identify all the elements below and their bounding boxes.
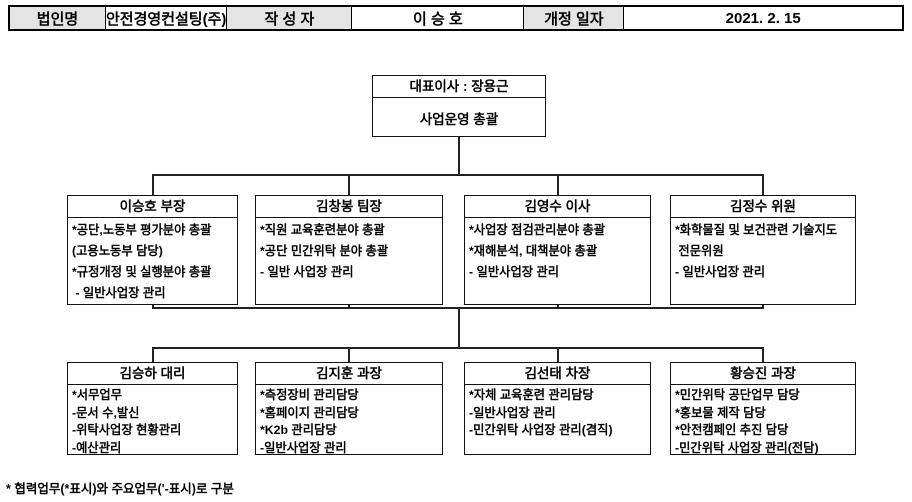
org-box-body: *민간위탁 공단업무 담당 *홍보물 제작 담당 *안전캠페인 추진 담당 -민간위탁…: [671, 385, 855, 457]
connector-line: [152, 303, 154, 308]
org-box-title: 김승하 대리: [68, 363, 237, 385]
org-box-title: 김정수 위원: [671, 196, 855, 218]
connector-line: [458, 137, 460, 175]
org-box-duty: - 일반 사업장 관리: [260, 265, 354, 279]
org-box: 이승호 부장 *공단,노동부 평가분야 총괄 (고용노동부 담당) *규정개정 및 실…: [67, 195, 238, 305]
org-box-duty: -예산관리: [72, 440, 122, 455]
org-box-ceo: 대표이사 : 장용근 사업운영 총괄: [372, 75, 546, 137]
connector-line: [152, 347, 154, 362]
org-box-duty: -일반사업장 관리: [469, 405, 556, 420]
org-box-duty: -위탁사업장 현황관리: [72, 423, 182, 437]
org-box: 황승진 과장 *민간위탁 공단업무 담당 *홍보물 제작 담당 *안전캠페인 추진 담…: [670, 362, 856, 455]
connector-line: [152, 174, 764, 176]
org-box-duty: *민간위탁 공단업무 담당: [675, 388, 800, 402]
connector-line: [557, 303, 559, 308]
org-box-title: 김창봉 팀장: [256, 196, 442, 218]
connector-line: [152, 347, 764, 349]
connector-line: [762, 347, 764, 362]
org-box-duty: *측정장비 관리담당: [260, 388, 359, 402]
connector-line: [348, 347, 350, 362]
org-box-title: 황승진 과장: [671, 363, 855, 385]
org-box-title: 김선태 차장: [465, 363, 650, 385]
org-box-duty: *사업장 점검관리분야 총괄: [469, 223, 606, 237]
org-box-duty: - 일반사업장 관리: [675, 265, 766, 279]
org-box: 김선태 차장 *자체 교육훈련 관리담당 -일반사업장 관리 -민간위탁 사업장 관리…: [464, 362, 651, 455]
connector-line: [348, 174, 350, 195]
connector-line: [557, 347, 559, 362]
org-box: 김승하 대리 *서무업무 -문서 수,발신 -위탁사업장 현황관리 -예산관리: [67, 362, 238, 455]
org-box-duty: -민간위탁 사업장 관리(전담): [675, 440, 819, 455]
org-box-body: *사업장 점검관리분야 총괄 *재해분석, 대책분야 총괄 - 일반사업장 관리: [465, 218, 650, 283]
org-box-duty: *재해분석, 대책분야 총괄: [469, 244, 598, 258]
org-box-duty: *홈페이지 관리담당: [260, 405, 359, 420]
org-box-duty: -민간위탁 사업장 관리(겸직): [469, 423, 613, 437]
org-box-duty: *규정개정 및 실행분야 총괄: [72, 265, 212, 279]
org-box-duty: 사업운영 총괄: [419, 111, 499, 127]
org-box-duty: *직원 교육훈련분야 총괄: [260, 223, 385, 237]
org-box-title: 김영수 이사: [465, 196, 650, 218]
org-box-duty: -문서 수,발신: [72, 405, 140, 420]
org-box: 김정수 위원 *화학물질 및 보건관련 기술지도 전문위원 - 일반사업장 관리: [670, 195, 856, 305]
connector-line: [152, 174, 154, 195]
org-box-body: *직원 교육훈련분야 총괄 *공단 민간위탁 분야 총괄 - 일반 사업장 관리: [256, 218, 442, 283]
org-box-duty: *공단 민간위탁 분야 총괄: [260, 244, 389, 258]
org-box-title: 이승호 부장: [68, 196, 237, 218]
org-box-duty: *공단,노동부 평가분야 총괄: [72, 223, 212, 237]
org-box-title: 대표이사 : 장용근: [373, 76, 545, 98]
org-box: 김창봉 팀장 *직원 교육훈련분야 총괄 *공단 민간위탁 분야 총괄 - 일반 사업…: [255, 195, 443, 305]
org-box-duty: *화학물질 및 보건관련 기술지도: [675, 223, 838, 237]
connector-line: [557, 174, 559, 195]
author-value: 이 승 호: [351, 7, 523, 29]
author-label: 작 성 자: [226, 7, 352, 29]
org-box-duty: - 일반사업장 관리: [72, 286, 166, 300]
org-box-body: *공단,노동부 평가분야 총괄 (고용노동부 담당) *규정개정 및 실행분야 총괄…: [68, 218, 237, 304]
org-box-title: 김지훈 과장: [256, 363, 442, 385]
document-header-table: 법인명 안전경영컨설팅(주) 작 성 자 이 승 호 개정 일자 2021. 2…: [8, 5, 904, 31]
revision-date-label: 개정 일자: [523, 7, 624, 29]
corporate-name-label: 법인명: [10, 7, 105, 29]
org-box-duty: - 일반사업장 관리: [469, 265, 560, 279]
org-box-duty: -일반사업장 관리: [260, 440, 347, 455]
org-box-body: *화학물질 및 보건관련 기술지도 전문위원 - 일반사업장 관리: [671, 218, 855, 283]
connector-line: [762, 174, 764, 195]
org-box-body: *서무업무 -문서 수,발신 -위탁사업장 현황관리 -예산관리: [68, 385, 237, 457]
org-box: 김지훈 과장 *측정장비 관리담당 *홈페이지 관리담당 *K2b 관리담당 -일반사업…: [255, 362, 443, 455]
org-box-duty: (고용노동부 담당): [72, 244, 163, 258]
org-box-duty: *안전캠페인 추진 담당: [675, 423, 789, 437]
org-box-body: *자체 교육훈련 관리담당 -일반사업장 관리 -민간위탁 사업장 관리(겸직): [465, 385, 650, 440]
org-box-duty: *홍보물 제작 담당: [675, 405, 766, 420]
legend-footnote: * 협력업무(*표시)와 주요업무('-표시)로 구분: [6, 482, 234, 496]
org-box-duty: *서무업무: [72, 388, 123, 402]
revision-date-value: 2021. 2. 15: [623, 7, 902, 29]
connector-line: [458, 307, 460, 348]
connector-line: [348, 303, 350, 308]
org-box-duty: 전문위원: [675, 244, 724, 258]
connector-line: [762, 303, 764, 308]
org-box-duty: *자체 교육훈련 관리담당: [469, 388, 594, 402]
org-box: 김영수 이사 *사업장 점검관리분야 총괄 *재해분석, 대책분야 총괄 - 일반사업…: [464, 195, 651, 305]
org-box-body: *측정장비 관리담당 *홈페이지 관리담당 *K2b 관리담당 -일반사업장 관리: [256, 385, 442, 457]
org-box-duty: *K2b 관리담당: [260, 423, 337, 437]
corporate-name-value: 안전경영컨설팅(주): [105, 7, 226, 29]
